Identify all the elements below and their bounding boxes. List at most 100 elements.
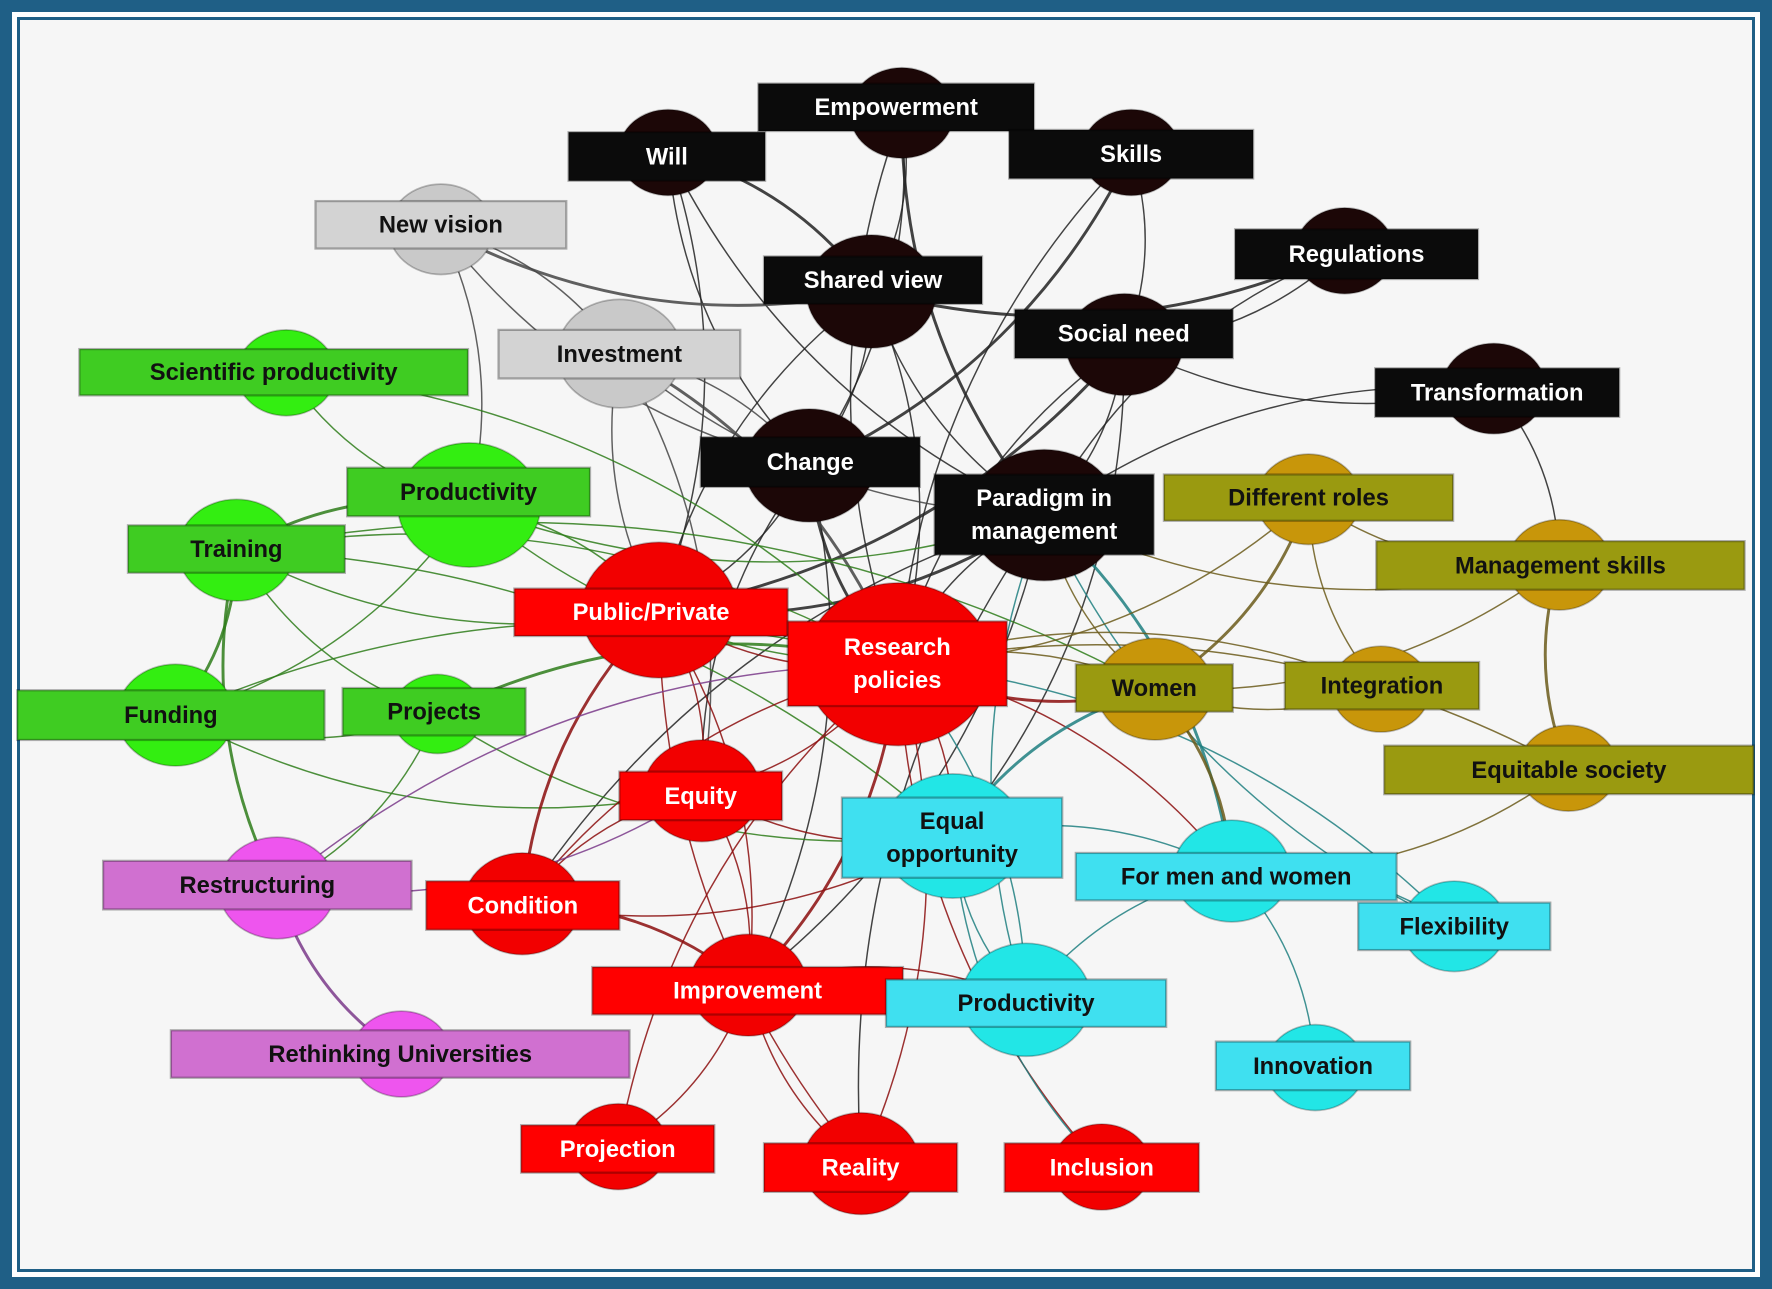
edge-skills-research-policies bbox=[897, 151, 1132, 665]
node-label-box bbox=[1357, 901, 1552, 952]
node-projects[interactable]: Projects bbox=[341, 673, 527, 755]
node-label-box bbox=[513, 587, 789, 638]
node-management-skills[interactable]: Management skills bbox=[1375, 518, 1746, 611]
node-label: Flexibility bbox=[1400, 914, 1510, 940]
node-label: Restructuring bbox=[180, 873, 336, 899]
node-label: Will bbox=[646, 144, 688, 170]
node-innovation[interactable]: Innovation bbox=[1214, 1023, 1412, 1112]
node-for-men-and-women[interactable]: For men and women bbox=[1074, 819, 1398, 923]
node-label-box bbox=[884, 978, 1168, 1029]
node-label-box bbox=[1375, 540, 1746, 591]
edge-skills-change bbox=[808, 151, 1133, 467]
node-label: Empowerment bbox=[814, 95, 978, 121]
node-change[interactable]: Change bbox=[699, 408, 922, 523]
node-label-box bbox=[1074, 851, 1398, 902]
node-investment[interactable]: Investment bbox=[497, 298, 742, 409]
node-label: Skills bbox=[1100, 142, 1162, 168]
node-equal-opportunity[interactable]: Equal opportunity bbox=[840, 773, 1064, 899]
node-label: management bbox=[971, 519, 1117, 545]
node-label: opportunity bbox=[886, 842, 1019, 868]
node-research-policies[interactable]: Research policies bbox=[786, 582, 1009, 747]
edge-public-private-reality bbox=[658, 610, 862, 1165]
node-label: policies bbox=[853, 668, 941, 694]
edge-productivity-cyan-paradigm bbox=[990, 514, 1045, 1001]
node-label: Investment bbox=[557, 342, 682, 368]
node-social-need[interactable]: Social need bbox=[1013, 292, 1234, 397]
node-projection[interactable]: Projection bbox=[519, 1102, 716, 1191]
node-label-box bbox=[101, 859, 413, 911]
node-women[interactable]: Women bbox=[1074, 637, 1234, 741]
node-different-roles[interactable]: Different roles bbox=[1162, 453, 1455, 546]
node-label: Equity bbox=[664, 784, 737, 810]
node-label-box bbox=[78, 347, 470, 397]
node-label: Equal bbox=[920, 809, 985, 835]
node-funding[interactable]: Funding bbox=[16, 663, 326, 767]
node-empowerment[interactable]: Empowerment bbox=[757, 66, 1036, 160]
node-label-box bbox=[699, 436, 922, 489]
node-equitable-society[interactable]: Equitable society bbox=[1383, 724, 1755, 812]
node-label: Research bbox=[844, 635, 951, 661]
node-flexibility[interactable]: Flexibility bbox=[1357, 880, 1552, 973]
node-label-box bbox=[1008, 128, 1255, 180]
node-label-box bbox=[1074, 663, 1234, 713]
node-label-box bbox=[1214, 1040, 1412, 1092]
node-productivity-green[interactable]: Productivity bbox=[345, 441, 592, 568]
node-will[interactable]: Will bbox=[567, 108, 767, 197]
node-label: Productivity bbox=[958, 991, 1096, 1017]
node-restructuring[interactable]: Restructuring bbox=[101, 836, 413, 940]
node-label-box bbox=[933, 473, 1155, 556]
node-inclusion[interactable]: Inclusion bbox=[1003, 1123, 1201, 1211]
node-regulations[interactable]: Regulations bbox=[1233, 207, 1480, 295]
node-label: Training bbox=[190, 537, 282, 563]
node-label: Reality bbox=[822, 1155, 901, 1181]
node-skills[interactable]: Skills bbox=[1008, 108, 1255, 197]
node-label-box bbox=[1374, 367, 1621, 418]
node-label-box bbox=[591, 965, 905, 1016]
node-label-box bbox=[314, 199, 568, 250]
node-label-box bbox=[1162, 473, 1455, 522]
node-label-box bbox=[169, 1029, 631, 1079]
node-label-box bbox=[1283, 660, 1481, 711]
node-label: Change bbox=[767, 450, 854, 476]
edge-change-improvement bbox=[747, 465, 832, 986]
node-label-box bbox=[1233, 228, 1480, 281]
node-label: Projection bbox=[560, 1137, 676, 1163]
node-equity[interactable]: Equity bbox=[618, 739, 784, 843]
node-shared-view[interactable]: Shared view bbox=[762, 234, 984, 349]
node-label-box bbox=[757, 82, 1036, 133]
node-label-box bbox=[1003, 1142, 1201, 1193]
node-label: Paradigm in bbox=[976, 486, 1112, 512]
node-label: Transformation bbox=[1411, 380, 1584, 406]
edge-social-need-equal-opportunity bbox=[952, 344, 1126, 837]
node-label-box bbox=[840, 796, 1064, 879]
node-productivity-cyan[interactable]: Productivity bbox=[884, 942, 1168, 1058]
node-public-private[interactable]: Public/Private bbox=[513, 541, 789, 679]
node-condition[interactable]: Condition bbox=[425, 852, 621, 956]
node-scientific-productivity[interactable]: Scientific productivity bbox=[78, 329, 470, 417]
edge-training-women bbox=[236, 521, 1156, 690]
node-paradigm[interactable]: Paradigm in management bbox=[933, 448, 1155, 582]
node-label: For men and women bbox=[1121, 865, 1352, 891]
node-label: Regulations bbox=[1289, 242, 1425, 268]
node-label: Different roles bbox=[1228, 486, 1389, 512]
node-improvement[interactable]: Improvement bbox=[591, 933, 905, 1037]
node-label: Shared view bbox=[804, 268, 943, 294]
node-label-box bbox=[567, 131, 767, 182]
node-rethinking-universities[interactable]: Rethinking Universities bbox=[169, 1010, 631, 1098]
node-label-box bbox=[16, 689, 326, 742]
node-label-box bbox=[762, 255, 984, 306]
node-label: Social need bbox=[1058, 322, 1190, 348]
node-label: Equitable society bbox=[1471, 758, 1667, 784]
node-integration[interactable]: Integration bbox=[1283, 645, 1481, 733]
node-transformation[interactable]: Transformation bbox=[1374, 342, 1621, 435]
node-label: Projects bbox=[387, 700, 481, 726]
node-training[interactable]: Training bbox=[126, 498, 346, 602]
node-reality[interactable]: Reality bbox=[762, 1111, 959, 1216]
node-label-box bbox=[762, 1142, 959, 1193]
node-label: Public/Private bbox=[573, 600, 730, 626]
node-new-vision[interactable]: New vision bbox=[314, 183, 568, 276]
node-label-box bbox=[618, 770, 784, 822]
